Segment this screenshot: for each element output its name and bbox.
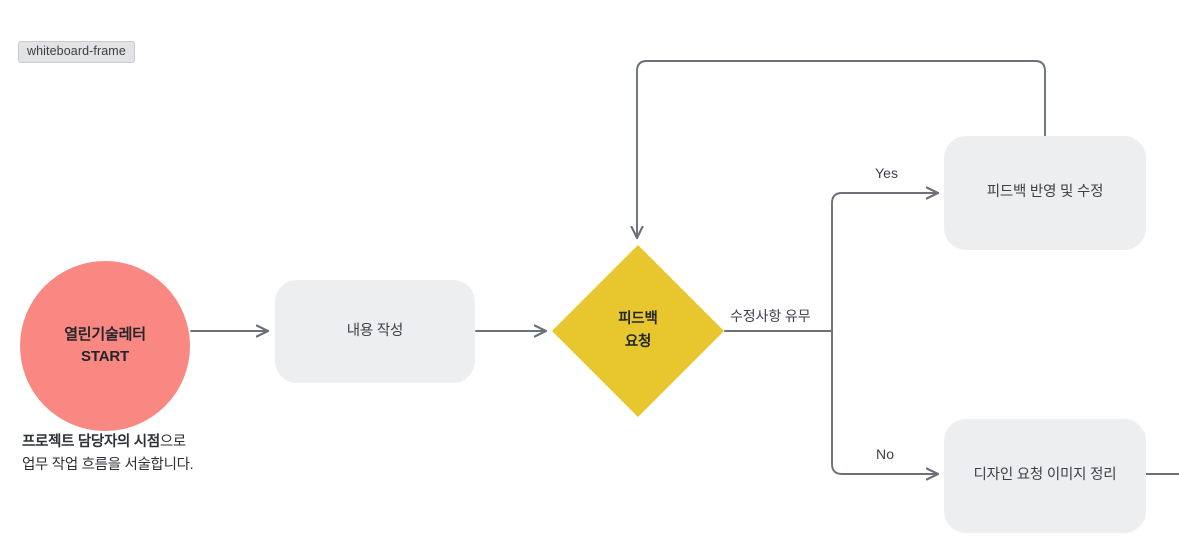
node-decision-label: 피드백 요청: [618, 308, 658, 354]
node-start-line2: START: [81, 348, 129, 365]
node-write-content[interactable]: 내용 작성: [275, 280, 475, 383]
node-decision-feedback-request[interactable]: 피드백 요청: [552, 245, 724, 417]
node-decision-line1: 피드백: [618, 310, 658, 327]
node-design-request-images[interactable]: 디자인 요청 이미지 정리: [944, 419, 1146, 533]
caption-line1: 프로젝트 담당자의 시점으로: [22, 434, 186, 450]
node-apply-feedback-label: 피드백 반영 및 수정: [986, 184, 1104, 201]
frame-label-chip[interactable]: whiteboard-frame: [18, 41, 135, 63]
caption-line2: 업무 작업 흐름을 서술합니다.: [22, 456, 194, 473]
diagram-caption: 프로젝트 담당자의 시점으로 업무 작업 흐름을 서술합니다.: [22, 431, 194, 477]
edge-label-revision-condition: 수정사항 유무: [730, 308, 811, 324]
node-write-content-label: 내용 작성: [346, 322, 404, 339]
node-design-request-images-label: 디자인 요청 이미지 정리: [973, 467, 1117, 484]
caption-bold-part: 프로젝트 담당자의 시점: [22, 434, 160, 450]
caption-rest-part: 으로: [159, 434, 186, 450]
node-start-label: 열린기술레터 START: [64, 324, 146, 369]
node-apply-feedback[interactable]: 피드백 반영 및 수정: [944, 136, 1146, 250]
node-decision-line2: 요청: [624, 334, 652, 350]
edge-label-no: No: [876, 446, 895, 462]
diamond-shape: [552, 245, 724, 417]
edge-label-yes: Yes: [875, 165, 899, 181]
edge-yes-to-revise: [831, 193, 938, 332]
node-start[interactable]: 열린기술레터 START: [20, 261, 190, 431]
node-start-line1: 열린기술레터: [64, 325, 146, 343]
